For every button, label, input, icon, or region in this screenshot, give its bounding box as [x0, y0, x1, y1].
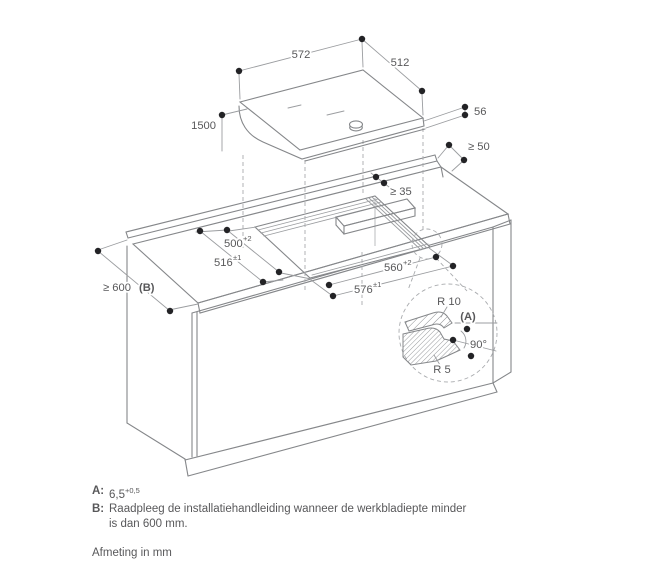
worktop-right-cap: [440, 166, 444, 178]
worktop-depth-ref: (B): [139, 282, 155, 294]
dim-height-1500: [221, 108, 248, 152]
appliance-width-label: 576: [354, 284, 373, 296]
cutout-width-tolerance: +2: [403, 258, 412, 267]
cabinet-plinth-right-cap: [492, 382, 498, 393]
note-b: B: Raadpleeg de installatiehandleiding w…: [92, 502, 466, 531]
cabinet-plinth-bottom-edge: [187, 391, 498, 477]
cooktop-apron-bottom: [238, 105, 425, 160]
dim-width-572: [238, 38, 364, 100]
note-a-key: A:: [92, 485, 105, 497]
note-a-tolerance: +0,5: [125, 486, 140, 495]
appliance-width-tolerance: ±1: [373, 280, 381, 289]
glass-mark-2: [326, 110, 345, 116]
backsplash-front-edge: [127, 160, 438, 239]
units-note: Afmeting in mm: [92, 546, 172, 559]
cabinet-left-bottom-edge: [126, 422, 186, 460]
section-angle-line: [452, 339, 497, 352]
control-knob: [348, 120, 364, 132]
appliance-depth-tolerance: ±1: [233, 253, 241, 262]
cabinet-right-bottom-edge: [492, 371, 512, 384]
detail-leader-left: [407, 257, 421, 291]
note-b-line2: is dan 600 mm.: [109, 518, 188, 531]
note-b-line1: Raadpleeg de installatiehandleiding wann…: [109, 503, 467, 516]
cooktop: [238, 69, 426, 162]
section-ref-label: (A): [460, 311, 476, 323]
angle-arc: [460, 330, 467, 349]
front-clearance-label: ≥ 35: [390, 186, 412, 198]
cabinet-right-top-edge: [492, 219, 512, 228]
radius-top-label: R 10: [437, 296, 461, 308]
note-b-text: Raadpleeg de installatiehandleiding wann…: [109, 502, 466, 531]
dim-thickness-56: [423, 106, 466, 129]
dim-width-label: 572: [292, 49, 311, 61]
cooktop-trim-line: [304, 128, 426, 162]
worktop: [125, 154, 511, 314]
note-a-number: 6,5: [109, 488, 125, 501]
vent-box: [334, 198, 417, 235]
cooktop-right-cap: [422, 117, 425, 127]
cutout-depth-label: 500: [224, 238, 243, 250]
cabinet-plinth-left-cap: [184, 458, 189, 477]
worktop-depth-label: ≥ 600: [103, 282, 131, 294]
dim-cutout-depth-500: [226, 226, 312, 280]
projection-lines: [242, 128, 424, 308]
backsplash-top-edge: [125, 154, 436, 233]
section-worktop: [402, 327, 461, 366]
radius-bottom-leader: [433, 354, 441, 366]
appliance-depth-label: 516: [214, 257, 233, 269]
note-a: A: 6,5+0,5: [92, 484, 466, 502]
detail-circle: [398, 283, 498, 383]
dim-thickness-label: 56: [474, 106, 486, 118]
radius-top-leader: [440, 306, 448, 318]
dim-depth-label: 512: [391, 57, 410, 69]
cutout-width-label: 560: [384, 262, 403, 274]
radius-bottom-label: R 5: [433, 364, 450, 376]
section-hob-flange: [404, 311, 453, 332]
worktop-front-face: [197, 213, 511, 314]
detail-leader-right: [435, 257, 468, 292]
edge-detail-callout: [398, 228, 498, 383]
backsplash-right-cap: [434, 154, 438, 162]
cooktop-glass-surface: [238, 69, 425, 151]
worktop-back-right-join: [436, 160, 442, 168]
measure-dots: [94, 35, 475, 360]
note-a-value: 6,5+0,5: [109, 484, 140, 502]
rear-clearance-label: ≥ 50: [468, 141, 490, 153]
dimension-labels: 572 512 56 1500 ≥ 50 ≥ 35 500 +2 516 ±1 …: [101, 47, 491, 378]
cabinet-plinth-top-edge: [184, 382, 494, 461]
dimension-lines: [97, 38, 466, 312]
dim-appliance-width-576: [332, 265, 454, 297]
cutout-ledge-lines: [257, 196, 429, 276]
angle-label: 90°: [470, 339, 487, 351]
dim-rear-clearance-50: [437, 144, 465, 172]
glass-mark-1: [287, 104, 302, 109]
backsplash-left-cap: [125, 231, 129, 239]
footnotes: A: 6,5+0,5 B: Raadpleeg de installatieha…: [92, 484, 466, 560]
worktop-surface-with-cutout: [131, 166, 510, 304]
dim-depth-512: [361, 38, 424, 116]
dim-height-label: 1500: [191, 120, 216, 132]
note-b-key: B:: [92, 503, 105, 516]
dim-worktop-depth-600: [97, 239, 199, 312]
cutout-depth-tolerance: +2: [243, 234, 252, 243]
